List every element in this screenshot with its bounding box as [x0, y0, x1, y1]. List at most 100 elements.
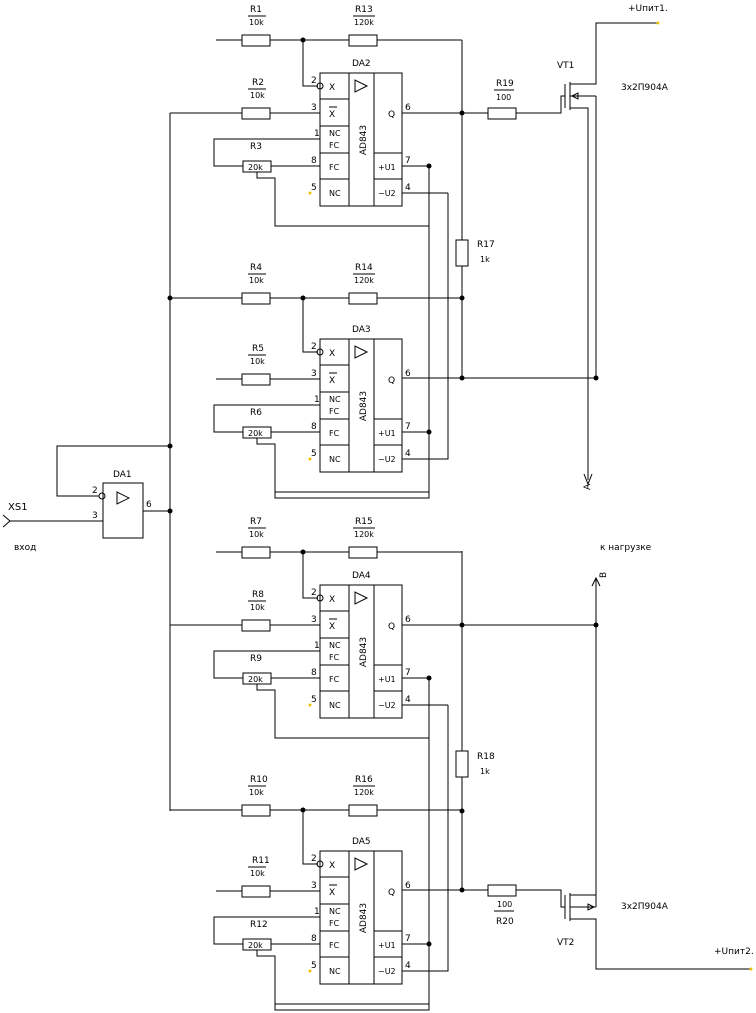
pin-number: 5: [311, 961, 317, 971]
pin-number: 1: [314, 395, 320, 405]
x-input-wire: [302, 810, 318, 865]
resistor-r11-value: 10k: [250, 869, 265, 878]
resistor-r7-body: [241, 546, 271, 559]
terminal-b-arrow-icon: [591, 576, 601, 587]
pin-number: 8: [311, 934, 317, 944]
output-section: R17 1k R18 1k R19 100 100 R20: [402, 4, 754, 971]
pin-vplus-label: +U1: [378, 675, 396, 684]
pin-xbar-label: X: [329, 622, 335, 632]
rail-upper-b: [402, 193, 449, 460]
resistor-r9-value: 20k: [248, 675, 263, 684]
opamp-part-label: AD843: [359, 637, 369, 667]
opamp-part-label: AD843: [359, 125, 369, 155]
fc-loop-wire: [213, 404, 320, 433]
pin-number: 6: [405, 369, 411, 379]
pin-number: 2: [311, 854, 317, 864]
opamp-triangle-icon: [354, 857, 369, 871]
inverting-marker: [316, 860, 324, 868]
vt2-type: 3x2П904А: [621, 902, 669, 912]
pin-number: 6: [405, 103, 411, 113]
pin-number: 5: [311, 449, 317, 459]
pin-number: 5: [311, 695, 317, 705]
r19-value: 100: [496, 93, 511, 102]
nc-marker: [308, 457, 312, 461]
resistor-r11-body: [241, 885, 271, 898]
resistor-r5-body: [241, 373, 271, 386]
resistor-r15-body: [348, 546, 378, 559]
opamp-part-label: AD843: [359, 391, 369, 421]
resistor-r16-value: 120k: [354, 788, 374, 797]
resistor-r2-body: [241, 107, 271, 120]
pin-fc-label: FC: [329, 141, 340, 150]
pin-number: 1: [314, 641, 320, 651]
opamp-triangle-icon: [354, 79, 369, 93]
r17-value: 1k: [480, 255, 490, 264]
resistor-r5-ref: R5: [252, 344, 264, 354]
pin-number: 7: [405, 422, 411, 432]
resistor-r15-ref: R15: [355, 517, 373, 527]
opamp-triangle-icon: [354, 591, 369, 605]
vt1-drain-wire: [570, 22, 657, 85]
resistor-r16-ref: R16: [355, 775, 373, 785]
input-section: XS1 вход DA1 2 3 6: [2, 113, 173, 811]
pin-number: 8: [311, 668, 317, 678]
r19-body: [487, 107, 517, 120]
resistor-r14-body: [348, 292, 378, 305]
pin-vminus-label: −U2: [378, 455, 396, 464]
resistor-r2-value: 10k: [250, 91, 265, 100]
pin-nc-label: NC: [329, 189, 341, 198]
pin-number: 4: [405, 449, 411, 459]
r19-wire-right: [516, 95, 565, 114]
resistor-r15-value: 120k: [354, 530, 374, 539]
vt1-source-wire: [570, 107, 589, 480]
inverting-marker: [316, 594, 324, 602]
connector-xs1-symbol: [2, 514, 11, 528]
pin-vplus-label: +U1: [378, 429, 396, 438]
junction-dot: [593, 375, 599, 381]
pin-nc-label: NC: [329, 129, 341, 138]
terminal-a-label: А: [583, 483, 593, 490]
pin-number: 8: [311, 422, 317, 432]
resistor-r7-value: 10k: [249, 530, 264, 539]
junction-dot: [167, 443, 173, 449]
nc-marker: [308, 703, 312, 707]
resistor-r8-ref: R8: [252, 590, 264, 600]
nc-marker: [308, 969, 312, 973]
pin-fc-label: FC: [329, 941, 340, 950]
input-label: вход: [14, 543, 36, 553]
resistor-r13-value: 120k: [354, 18, 374, 27]
resistor-r4-ref: R4: [250, 263, 262, 273]
rail-upper-a: [274, 226, 430, 499]
resistor-r14-value: 120k: [354, 276, 374, 285]
buffer-pin-inv: 2: [92, 486, 98, 496]
opamp-da3-body: [319, 338, 403, 473]
resistor-r12-ref: R12: [250, 920, 268, 930]
pin-fc-label: FC: [329, 675, 340, 684]
pin-x-label: X: [329, 595, 335, 605]
transistor-vt2: VT2 3x2П904А +Uпит2.: [557, 893, 754, 971]
resistor-r12-value: 20k: [248, 941, 263, 950]
vt2-ref: VT2: [557, 938, 574, 948]
pin-nc-label: NC: [329, 455, 341, 464]
pin-number: 3: [311, 103, 317, 113]
opamp-stage-da2: R110kR13120kR210kDA2AD843XXNCFCFCNCQ+U1−…: [170, 5, 462, 227]
pin-number: 7: [405, 934, 411, 944]
opamp-da4-ref: DA4: [352, 571, 371, 581]
resistor-r13-body: [348, 34, 378, 47]
resistor-r8-value: 10k: [250, 603, 265, 612]
fc-loop-wire: [213, 916, 320, 945]
pin-vplus-label: +U1: [378, 163, 396, 172]
r20-value: 100: [497, 900, 512, 909]
pin-number: 3: [311, 615, 317, 625]
pin-fc-label: FC: [329, 429, 340, 438]
r18-value: 1k: [480, 767, 490, 776]
connector-xs1-label: XS1: [8, 502, 28, 513]
opamp-triangle-icon: [354, 345, 369, 359]
resistor-r5-value: 10k: [250, 357, 265, 366]
r18-body: [455, 750, 469, 778]
pin-nc-label: NC: [329, 907, 341, 916]
buffer-pin-out: 6: [146, 500, 152, 510]
opamp-stages: R110kR13120kR210kDA2AD843XXNCFCFCNCQ+U1−…: [170, 5, 462, 1011]
resistor-r10-ref: R10: [250, 775, 268, 785]
